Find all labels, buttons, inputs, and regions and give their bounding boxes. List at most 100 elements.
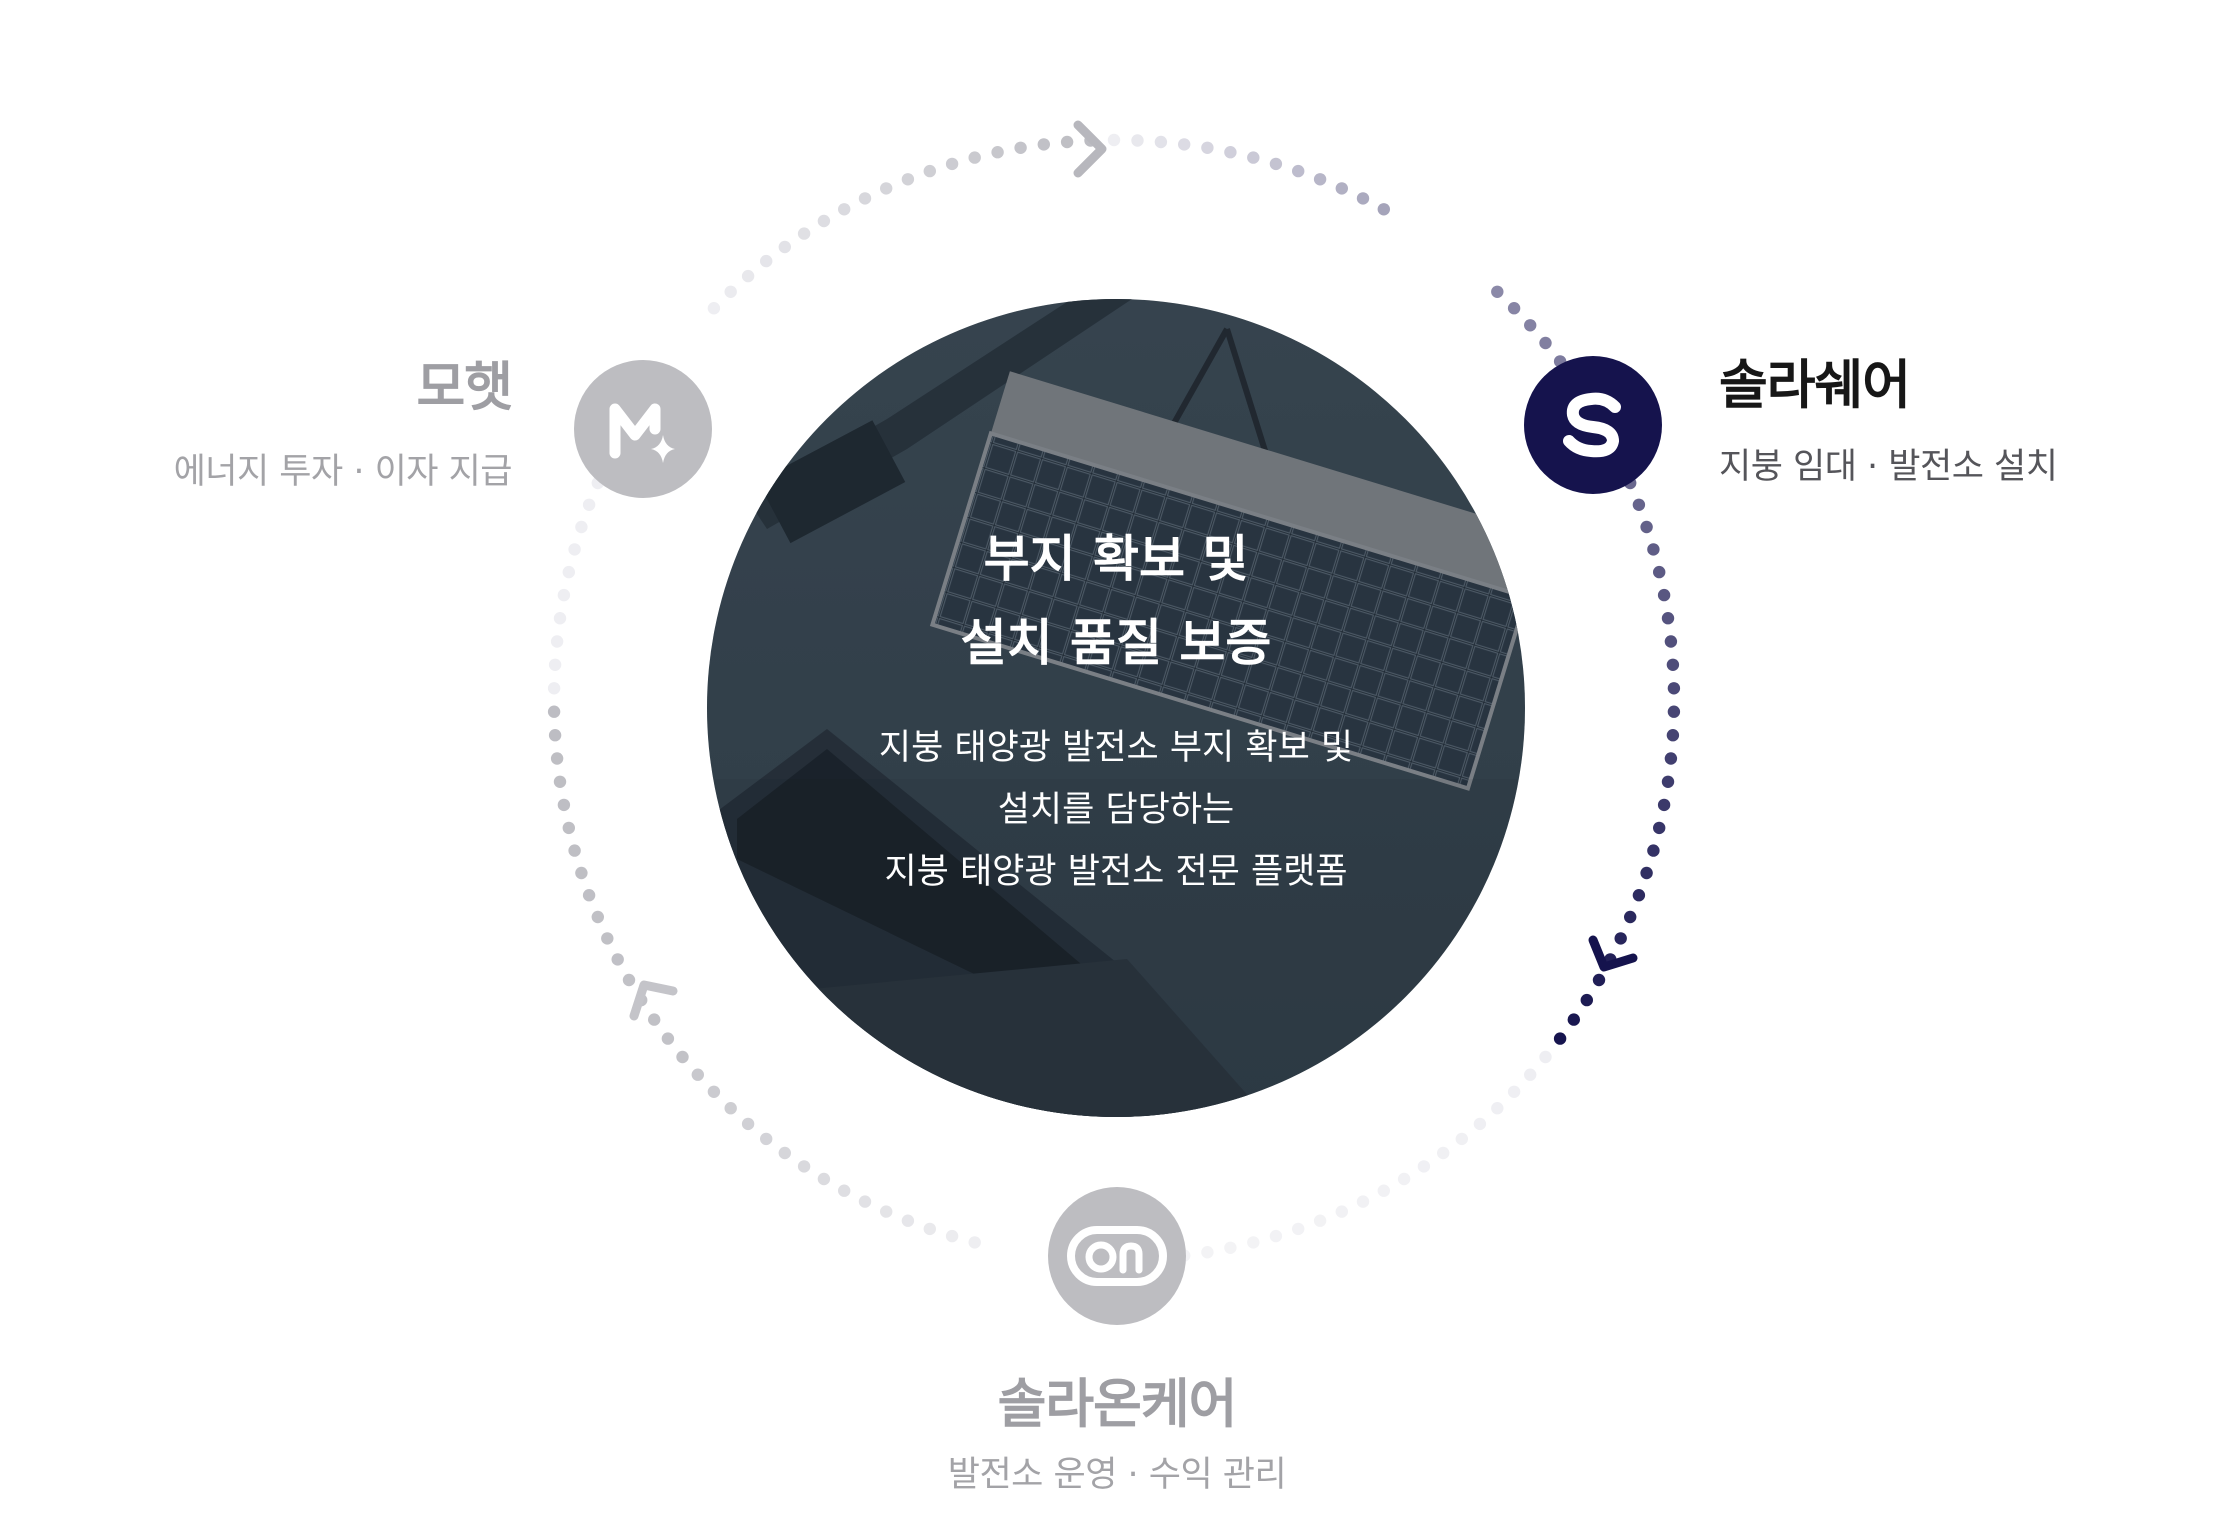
ring-dot xyxy=(1661,612,1675,625)
center-title-line1: 부지 확보 및 xyxy=(983,530,1249,588)
ring-dot xyxy=(1154,135,1168,149)
ring-dot xyxy=(547,682,561,695)
ring-dot xyxy=(741,1117,755,1131)
ring-dot xyxy=(1014,141,1027,154)
ring-dot xyxy=(741,269,755,283)
ring-dot xyxy=(817,1172,831,1186)
ring-dot xyxy=(838,203,851,216)
ring-dot xyxy=(1107,133,1121,147)
ring-dot xyxy=(1614,932,1627,945)
ring-dot xyxy=(1473,1117,1487,1131)
mohaet-title: 모햇 xyxy=(416,357,513,418)
ring-dot xyxy=(760,254,773,268)
ring-dot xyxy=(553,612,567,625)
ring-dot xyxy=(1201,1246,1214,1259)
ring-dot xyxy=(553,775,567,788)
ring-dot xyxy=(622,973,636,987)
ring-dot xyxy=(1224,1241,1237,1255)
arrow-left-icon xyxy=(629,980,678,1021)
ring-dot xyxy=(1377,1184,1391,1197)
ring-dot xyxy=(797,227,811,240)
ring-dot xyxy=(1491,285,1504,298)
ring-dot xyxy=(724,285,737,298)
solaroncare-subtitle: 발전소 운영 · 수익 관리 xyxy=(947,1455,1287,1495)
ring-dot xyxy=(797,1160,811,1173)
ring-dot xyxy=(1524,1068,1537,1081)
ring-dot xyxy=(1667,682,1681,695)
ring-dot xyxy=(968,151,981,164)
ring-dot xyxy=(1178,138,1191,151)
ring-dot xyxy=(760,1132,773,1146)
ring-dot xyxy=(1292,164,1305,178)
ring-dot xyxy=(575,520,588,534)
ring-dot xyxy=(968,1236,981,1249)
ring-dot xyxy=(575,866,588,880)
ring-dot xyxy=(1666,729,1680,742)
ring-dot xyxy=(1664,752,1678,765)
ring-dot xyxy=(1356,192,1370,205)
ring-dot xyxy=(778,240,791,254)
solaroncare-node[interactable] xyxy=(1048,1187,1186,1325)
ring-dot xyxy=(1647,543,1660,556)
ring-dot xyxy=(923,164,936,178)
ring-dot xyxy=(1201,141,1214,154)
ring-dot xyxy=(550,635,564,648)
ring-dot xyxy=(582,889,596,902)
ring-dot xyxy=(1553,1032,1567,1045)
arrow-top-icon xyxy=(1073,120,1107,178)
solarshare-node[interactable] xyxy=(1524,356,1662,494)
ring-dot xyxy=(1269,157,1283,171)
ring-dot xyxy=(945,157,959,171)
ring-dot xyxy=(1131,134,1144,147)
ring-dot xyxy=(548,729,562,742)
ring-dot xyxy=(1661,775,1675,788)
ring-dot xyxy=(1397,1172,1411,1186)
ring-dot xyxy=(991,146,1004,159)
ring-dot xyxy=(1539,1050,1552,1064)
ring-dot xyxy=(1377,203,1391,216)
ring-dot xyxy=(1580,993,1594,1007)
ring-dot xyxy=(1037,138,1051,151)
ring-dot xyxy=(901,173,915,186)
ring-dot xyxy=(601,932,614,945)
ring-dot xyxy=(817,214,831,228)
ring-dot xyxy=(1247,151,1260,164)
ring-dot xyxy=(1632,498,1646,511)
ring-dot xyxy=(1667,705,1681,718)
solarshare-title: 솔라쉐어 xyxy=(1719,355,1911,416)
ring-dot xyxy=(1455,1132,1469,1146)
ring-dot xyxy=(568,844,581,857)
ring-dot xyxy=(582,498,596,511)
ring-dot xyxy=(945,1229,959,1243)
ring-dot xyxy=(1664,635,1678,648)
ring-dot xyxy=(557,588,571,602)
solarshare-subtitle: 지붕 임대 · 발전소 설치 xyxy=(1719,447,2058,487)
solar-panel-photo xyxy=(707,299,1525,1117)
arrow-right-icon xyxy=(1588,935,1638,972)
ring-dot xyxy=(1437,1146,1450,1160)
center-body-line3: 지붕 태양광 발전소 전문 플랫폼 xyxy=(884,852,1348,892)
ring-dot xyxy=(923,1222,936,1236)
ring-dot xyxy=(1539,336,1552,350)
ring-dot xyxy=(1247,1236,1260,1249)
ring-dot xyxy=(1313,1214,1327,1227)
ring-dot xyxy=(1666,658,1680,671)
center-title-line2: 설치 품질 보증 xyxy=(960,614,1272,672)
ring-dot xyxy=(661,1032,675,1045)
ring-dot xyxy=(1335,182,1349,195)
ring-dot xyxy=(1640,866,1653,880)
ring-dot xyxy=(1224,146,1237,159)
ring-dot xyxy=(1657,588,1671,602)
ring-dot xyxy=(1335,1205,1349,1218)
ring-dot xyxy=(557,798,571,812)
ring-dot xyxy=(1592,973,1606,987)
mohaet-node[interactable] xyxy=(574,360,712,498)
ring-dot xyxy=(547,705,561,718)
solarshare-logo-icon xyxy=(1563,392,1621,458)
ring-dot xyxy=(591,910,604,924)
ring-dot xyxy=(562,821,575,835)
mohaet-logo-icon xyxy=(609,403,675,463)
ring-dot xyxy=(1417,1160,1431,1173)
ring-dot xyxy=(1292,1222,1305,1236)
